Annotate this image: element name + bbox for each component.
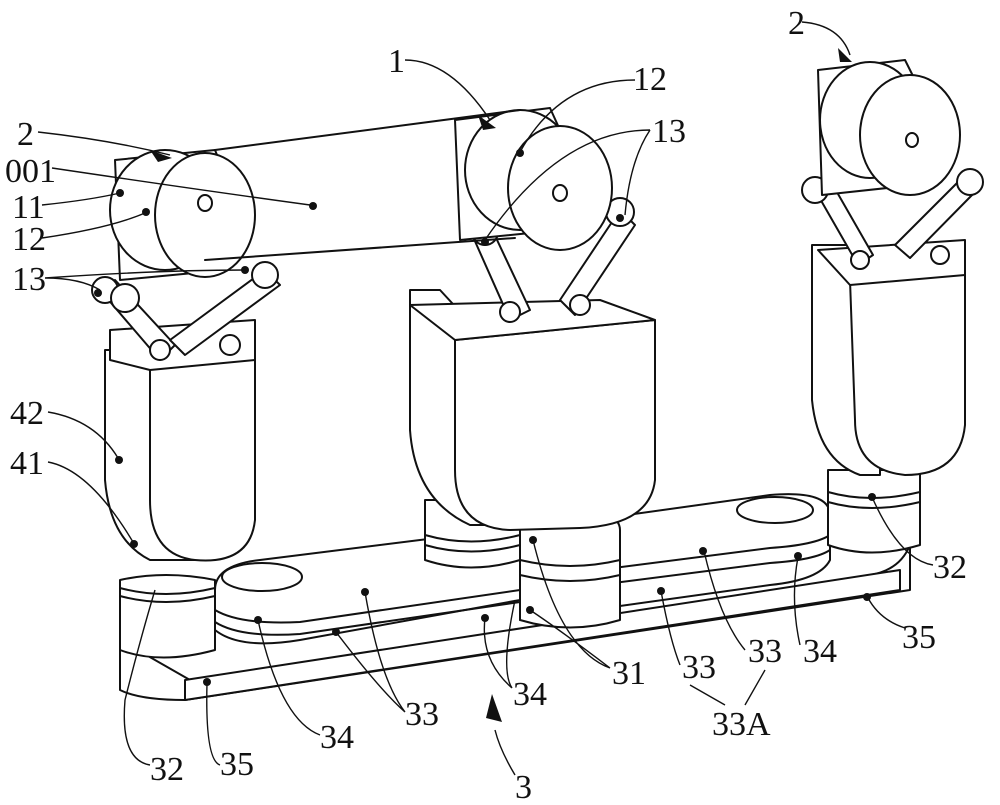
label-34-left: 34 (320, 719, 354, 756)
label-13-left: 13 (12, 261, 46, 298)
label-13-mid: 13 (652, 113, 686, 150)
label-11: 11 (12, 189, 45, 226)
label-001: 001 (5, 153, 56, 190)
leader-lines (37, 21, 934, 776)
reference-labels: 2 001 11 12 13 42 41 1 12 13 2 32 35 34 … (5, 5, 967, 805)
label-1: 1 (388, 43, 405, 80)
label-41: 41 (10, 445, 44, 482)
label-33-right-a: 33 (748, 633, 782, 670)
label-12-mid: 12 (633, 61, 667, 98)
left-arm-unit (91, 149, 281, 659)
label-35-right: 35 (902, 619, 936, 656)
label-33-right-b: 33 (682, 649, 716, 686)
label-33-left: 33 (405, 696, 439, 733)
middle-arm-unit (409, 107, 656, 569)
label-31: 31 (612, 655, 646, 692)
belt-001 (204, 109, 521, 261)
label-35-left: 35 (220, 746, 254, 783)
label-33A: 33A (712, 706, 771, 743)
label-2-left: 2 (17, 116, 34, 153)
label-34-mid: 34 (513, 676, 547, 713)
right-arm-unit (801, 59, 984, 554)
label-32-left: 32 (150, 751, 184, 788)
label-12-left: 12 (12, 221, 46, 258)
label-42: 42 (10, 395, 44, 432)
label-3: 3 (515, 769, 532, 805)
label-34-right: 34 (803, 633, 837, 670)
label-2-right: 2 (788, 5, 805, 42)
label-32-right: 32 (933, 549, 967, 586)
